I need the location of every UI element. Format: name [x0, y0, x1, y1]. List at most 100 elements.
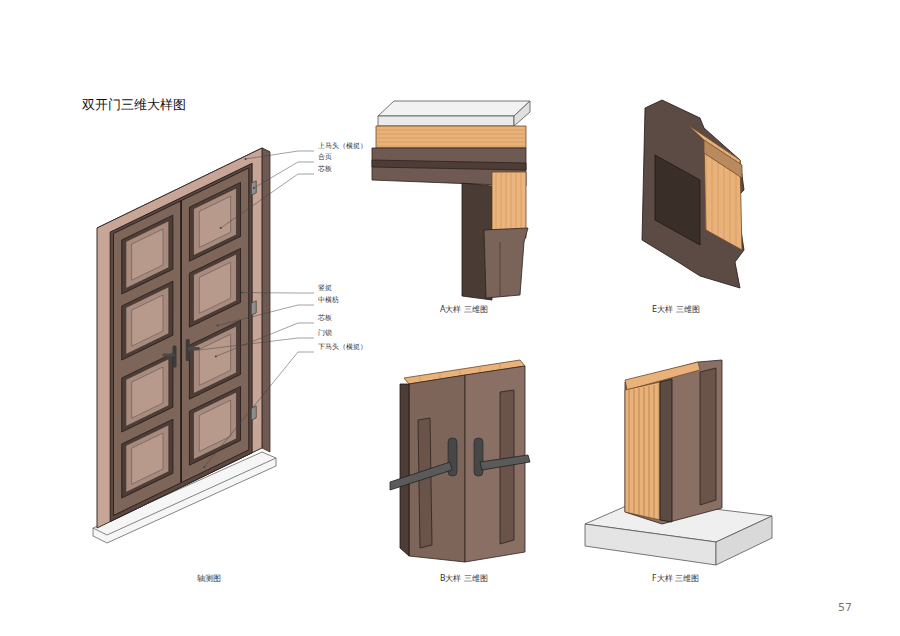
wood-grain [500, 364, 501, 370]
callout-label: 门锁 [318, 330, 332, 338]
leader-line [298, 162, 314, 163]
panel-molding [122, 419, 173, 498]
page-number: 57 [838, 602, 852, 614]
leader-line [298, 323, 314, 324]
door-sill [93, 528, 107, 535]
wood-grain [420, 376, 421, 382]
leader-line [204, 352, 298, 467]
glass [514, 101, 530, 126]
door-leaf [181, 168, 249, 483]
wood-grain [376, 142, 526, 143]
door-handle [474, 438, 483, 476]
wood-grain [496, 172, 497, 238]
callout-label: 竖挺 [318, 285, 332, 293]
panel-groove [655, 155, 700, 245]
wood-section [625, 382, 660, 520]
wood-grain [501, 172, 502, 238]
panel-molding [189, 386, 240, 465]
wood-grain [376, 138, 526, 139]
wood-grain [659, 384, 660, 519]
raised-panel [132, 295, 163, 346]
page-title: 双开门三维大样图 [82, 98, 186, 112]
hinge [251, 406, 256, 420]
leader-dot [253, 187, 255, 189]
door-handle [188, 347, 200, 350]
wood-section [688, 125, 742, 250]
view-caption: E大样 三维图 [652, 306, 700, 315]
glass [378, 101, 530, 116]
panel-molding [189, 320, 240, 399]
glass-base [585, 524, 716, 565]
glass [378, 116, 514, 126]
leader-line [189, 338, 298, 351]
leader-line [298, 352, 314, 353]
leader-dot [188, 350, 190, 352]
raised-panel [132, 229, 163, 280]
callout-label: 合页 [318, 154, 332, 162]
panel-molding [122, 281, 173, 360]
wood-grain [460, 370, 461, 376]
leader-dot [203, 466, 205, 468]
raised-panel [132, 367, 163, 418]
raised-panel [199, 262, 230, 313]
leader-line [298, 151, 314, 152]
raised-panel [132, 433, 163, 484]
leader-line [217, 305, 298, 326]
callout-label: 中横枋 [318, 297, 339, 305]
leader-line [298, 293, 314, 294]
molding [418, 418, 432, 548]
wood-grain [654, 385, 655, 518]
wood-grain [639, 388, 640, 515]
door-leaf [114, 201, 182, 516]
wood-grain [480, 367, 481, 373]
wood-grain [506, 172, 507, 238]
leader-line [298, 305, 314, 306]
panel-molding [122, 353, 173, 432]
view-caption: F大样 三维图 [652, 575, 699, 584]
door-leaf [625, 360, 722, 524]
lever-handle [480, 455, 530, 470]
hinge [251, 181, 256, 195]
leader-line [246, 151, 299, 159]
raised-panel [194, 326, 237, 394]
wood-section [704, 140, 742, 178]
wood-grain [649, 386, 650, 517]
callout-label: 上马头（横挺） [318, 143, 367, 151]
wood-grain [634, 389, 635, 514]
leader-line [298, 174, 314, 175]
wood-grain [644, 387, 645, 516]
leader-dot [245, 158, 247, 160]
leader-line [221, 174, 298, 228]
leader-dot [220, 227, 222, 229]
door-handle [163, 353, 175, 356]
raised-panel [126, 287, 169, 355]
raised-panel [126, 221, 169, 289]
view-caption: 轴测图 [197, 575, 221, 584]
callout-label: 下马头（横挺） [318, 344, 367, 352]
panel-molding [122, 215, 173, 294]
callout-label: 芯板 [318, 315, 332, 323]
wood-section [376, 126, 526, 148]
wood-grain [440, 373, 441, 379]
leader-line [242, 292, 298, 293]
casing-column [484, 228, 528, 298]
wood-grain [511, 172, 512, 238]
leaf-joint [181, 201, 182, 483]
wood-grain [376, 146, 526, 147]
door-leaf [400, 384, 409, 556]
view-caption: B大样 三维图 [440, 575, 488, 584]
view-caption: A大样 三维图 [440, 306, 488, 315]
raised-panel [199, 400, 230, 451]
leader-line [298, 338, 314, 339]
leader-dot [216, 325, 218, 327]
raised-panel [199, 334, 230, 385]
wood-grain [376, 130, 526, 131]
molding [660, 379, 672, 522]
wood-grain [516, 172, 517, 238]
molding [700, 368, 716, 505]
glass-base [716, 516, 772, 565]
header-molding [372, 160, 526, 170]
wood-grain [629, 390, 630, 513]
raised-panel [126, 425, 169, 493]
